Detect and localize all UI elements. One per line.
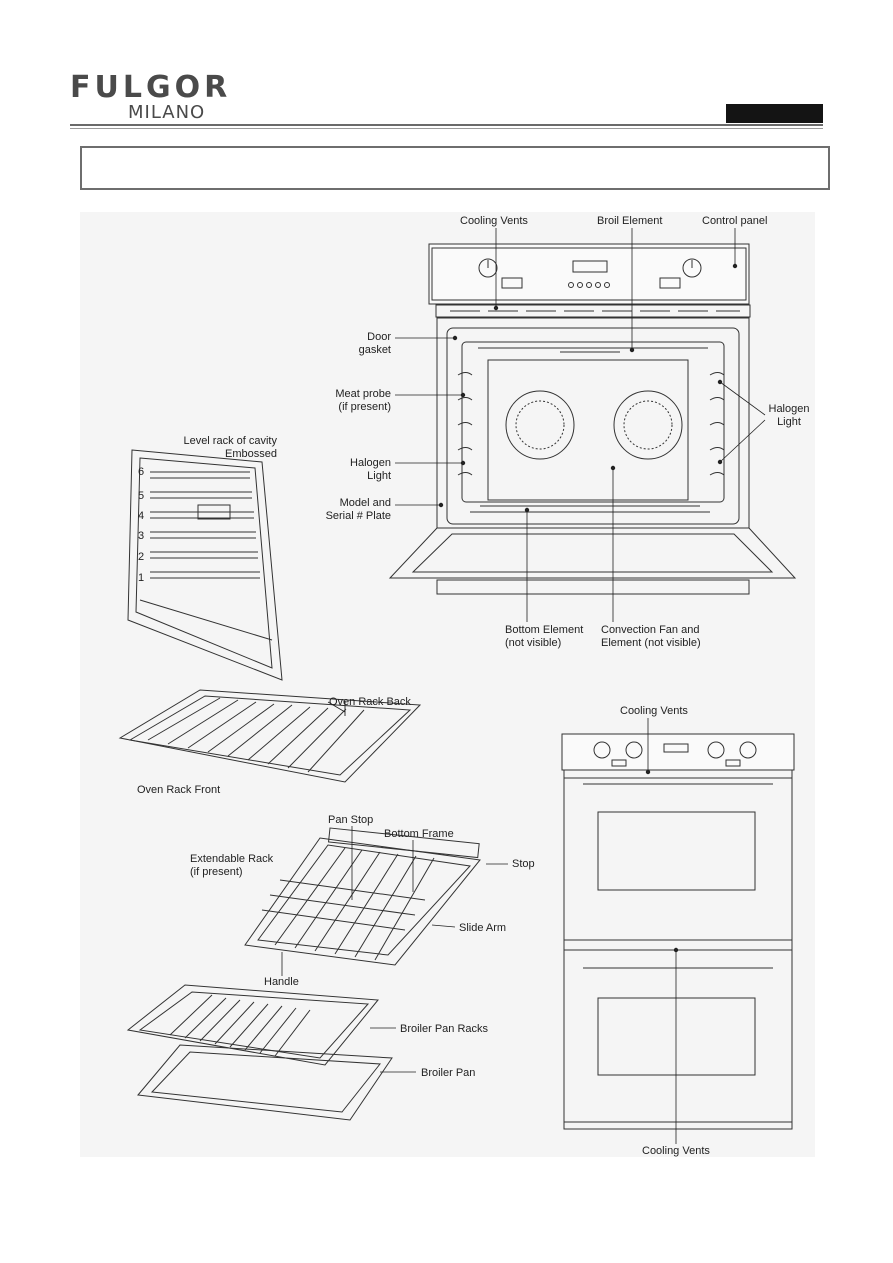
label-broil-element: Broil Element	[597, 215, 663, 227]
header-rule	[70, 124, 823, 126]
level-number: 5	[138, 490, 145, 502]
label-broiler-pan-racks: Broiler Pan Racks	[400, 1023, 489, 1035]
level-number: 2	[138, 551, 145, 563]
label-pan-stop: Pan Stop	[328, 814, 374, 826]
single-oven-callouts	[395, 228, 766, 622]
label-meat-probe: Meat probe (if present)	[335, 388, 391, 413]
label-bottom-frame: Bottom Frame	[384, 828, 454, 840]
double-oven-drawing	[561, 733, 795, 1130]
label-model-serial-plate: Model and Serial # Plate	[325, 497, 391, 522]
label-cooling-vents-double-bottom: Cooling Vents	[642, 1145, 710, 1157]
label-slide-arm: Slide Arm	[459, 922, 507, 934]
label-halogen-light-left: Halogen Light	[350, 457, 391, 482]
section-tab	[726, 104, 823, 123]
level-number: 1	[138, 572, 145, 584]
label-control-panel: Control panel	[702, 215, 768, 227]
label-broiler-pan: Broiler Pan	[421, 1067, 476, 1079]
level-number: 4	[138, 510, 145, 522]
level-rack-drawing	[127, 449, 283, 681]
label-oven-rack-front: Oven Rack Front	[137, 784, 221, 796]
level-number: 3	[138, 530, 145, 542]
label-cooling-vents-double-top: Cooling Vents	[620, 705, 688, 717]
label-extendable-rack: Extendable Rack (if present)	[190, 853, 274, 878]
label-handle: Handle	[264, 976, 299, 988]
extendable-rack-drawing	[244, 827, 481, 966]
label-oven-rack-back: Oven Rack Back	[329, 696, 411, 708]
label-door-gasket: Door gasket	[358, 331, 391, 356]
brand-name: FULGOR	[70, 70, 232, 105]
label-cooling-vents-top: Cooling Vents	[460, 215, 528, 227]
brand-subname: MILANO	[128, 102, 206, 123]
header-rule-thin	[70, 128, 823, 129]
label-convection-fan: Convection Fan and Element (not visible)	[601, 624, 701, 649]
label-level-rack: Level rack of cavity Embossed	[183, 435, 277, 460]
broiler-pan-drawing	[126, 984, 393, 1121]
label-stop: Stop	[512, 858, 535, 870]
label-bottom-element: Bottom Element (not visible)	[505, 624, 584, 649]
oven-rack-drawing	[118, 689, 422, 783]
section-title-box	[80, 146, 830, 190]
label-halogen-light-right: Halogen Light	[768, 403, 810, 428]
level-number: 6	[138, 466, 145, 478]
single-oven-drawing	[388, 243, 797, 595]
